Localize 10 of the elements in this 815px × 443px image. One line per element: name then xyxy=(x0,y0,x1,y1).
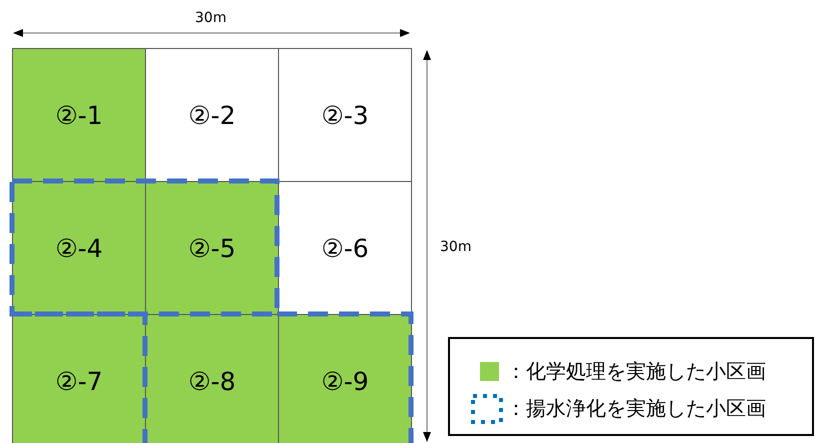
grid-cell: ②-5 xyxy=(145,181,279,315)
legend-text: ：揚水浄化を実施した小区画 xyxy=(506,394,766,422)
grid-cell: ②-8 xyxy=(145,314,279,443)
grid-cell: ②-9 xyxy=(278,314,412,443)
grid-cell: ②-1 xyxy=(12,48,146,182)
grid-cell: ②-3 xyxy=(278,48,412,182)
legend-text: ：化学処理を実施した小区画 xyxy=(506,358,766,384)
grid-cell: ②-4 xyxy=(12,181,146,315)
dimension-label: 30m xyxy=(195,10,226,26)
dimension-label: 30m xyxy=(440,239,472,255)
